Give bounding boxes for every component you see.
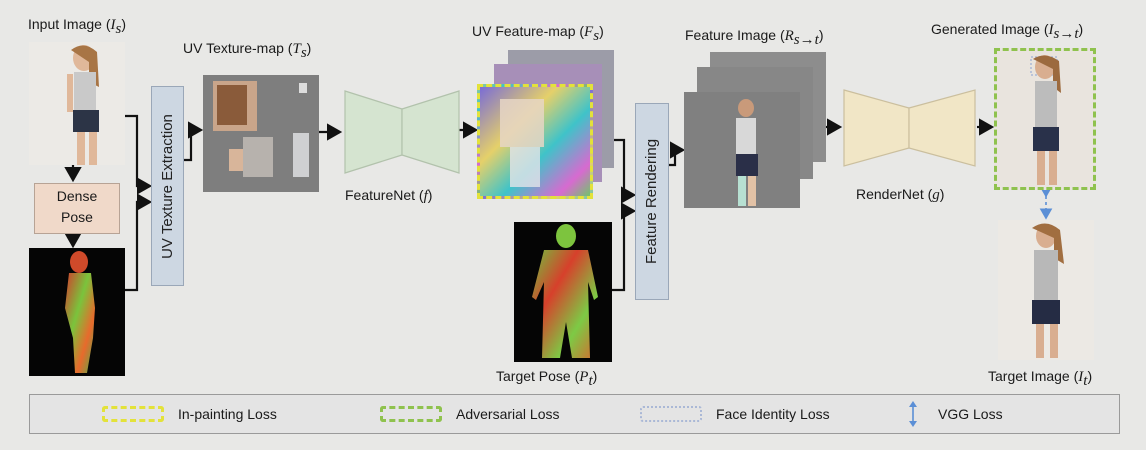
uv-feature-map (477, 84, 593, 199)
loss-legend: In-painting Loss Adversarial Loss Face I… (29, 394, 1120, 434)
adversarial-loss-swatch (380, 406, 442, 422)
feature-rendering-box: Feature Rendering (635, 103, 669, 300)
uv-texture-extraction-label: UV Texture Extraction (159, 113, 177, 259)
featurenet-shape (344, 90, 403, 174)
target-pose-map (514, 222, 612, 362)
vgg-loss-arrow-icon (909, 401, 917, 427)
uv-feature-map-label: UV Feature-map (Fs) (472, 23, 604, 44)
legend-label: Adversarial Loss (456, 406, 560, 422)
uv-texture-map (203, 75, 319, 192)
rendernet-shape (843, 89, 910, 167)
dense-pose-box: Dense Pose (34, 183, 120, 234)
source-densepose-map (29, 248, 125, 376)
face-identity-loss-swatch (640, 406, 702, 422)
generated-image-label: Generated Image (Is→t) (931, 21, 1084, 42)
legend-label: Face Identity Loss (716, 406, 830, 422)
legend-face-identity-loss: Face Identity Loss (640, 395, 830, 433)
uv-texture-map-label: UV Texture-map (Ts) (183, 40, 312, 61)
uv-texture-extraction-box: UV Texture Extraction (151, 86, 184, 286)
legend-adversarial-loss: Adversarial Loss (380, 395, 560, 433)
legend-vgg-loss: VGG Loss (906, 395, 1003, 433)
generated-image (994, 48, 1096, 190)
input-image (29, 42, 125, 165)
inpainting-loss-swatch (102, 406, 164, 422)
dense-pose-label: Dense Pose (56, 188, 98, 225)
featurenet-label: FeatureNet (f) (345, 187, 433, 204)
legend-label: VGG Loss (938, 406, 1003, 422)
feature-rendering-label: Feature Rendering (643, 138, 661, 265)
target-image (998, 220, 1094, 360)
feature-image-label: Feature Image (Rs→t) (685, 27, 824, 48)
legend-label: In-painting Loss (178, 406, 277, 422)
target-image-label: Target Image (It) (988, 368, 1093, 389)
legend-inpainting-loss: In-painting Loss (102, 395, 277, 433)
input-image-label: Input Image (Is) (28, 16, 127, 37)
feature-image (684, 92, 800, 208)
rendernet-label: RenderNet (g) (856, 186, 945, 203)
target-pose-label: Target Pose (Pt) (496, 368, 598, 389)
